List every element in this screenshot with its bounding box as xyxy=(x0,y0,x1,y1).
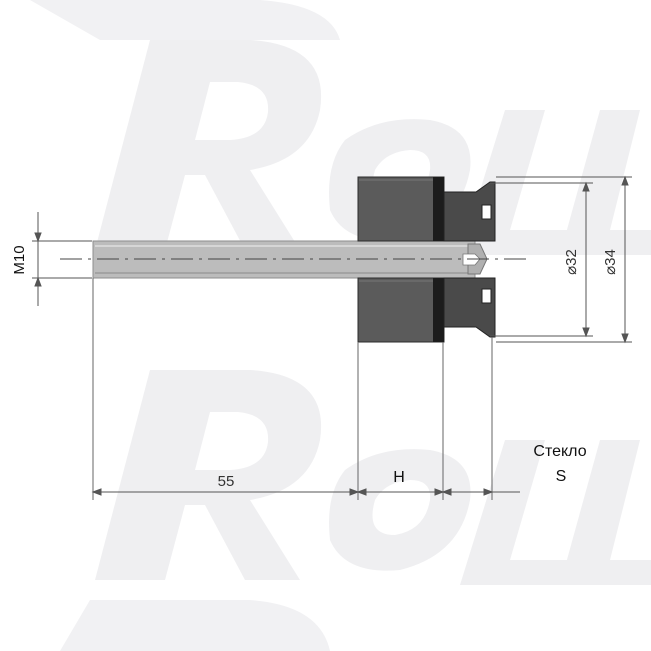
diameter-outer-label: ⌀34 xyxy=(602,249,619,275)
d32-arrow-bottom xyxy=(582,327,590,338)
diameter-inner-label: ⌀32 xyxy=(563,249,580,275)
length-label: 55 xyxy=(218,473,235,490)
holder-top-block xyxy=(357,176,445,242)
arrow-s-left xyxy=(441,488,452,496)
d34-arrow-top xyxy=(621,175,629,186)
washer-bottom xyxy=(443,277,496,338)
watermark-letter-r-bottom xyxy=(95,370,322,580)
height-label: H xyxy=(393,469,405,486)
arrow-s-right xyxy=(483,488,494,496)
watermark-logo xyxy=(30,0,651,651)
d34-arrow-bottom xyxy=(621,333,629,344)
washer-top xyxy=(443,181,496,242)
glass-symbol-label: S xyxy=(556,468,567,485)
gasket-top xyxy=(433,177,444,241)
arrow-h-right xyxy=(434,488,445,496)
holder-body xyxy=(357,176,496,343)
dimension-diameters xyxy=(490,175,632,344)
watermark-letter-o-bottom xyxy=(329,449,471,571)
holder-bottom-block xyxy=(357,277,445,343)
watermark-letter-l2-bottom xyxy=(560,440,651,585)
dimension-thread xyxy=(32,212,92,306)
thread-label: M10 xyxy=(11,245,28,274)
watermark-letter-edge-top xyxy=(30,0,340,40)
extension-lines xyxy=(92,278,493,500)
washer-slot-top xyxy=(481,204,492,220)
watermark-letter-edge-bottom xyxy=(60,600,330,651)
watermark-letter-l2-top xyxy=(560,110,651,255)
washer-slot-bottom xyxy=(481,288,492,304)
watermark-letter-l1-bottom xyxy=(460,440,575,585)
d32-arrow-top xyxy=(582,181,590,192)
watermark-letter-r-top xyxy=(95,40,322,250)
arrow-55-right xyxy=(349,488,360,496)
arrow-55-left xyxy=(91,488,102,496)
arrow-h-left xyxy=(356,488,367,496)
glass-label: Стекло xyxy=(533,443,586,460)
dimension-bottom xyxy=(91,488,520,496)
thread-arrow-bottom xyxy=(34,276,42,287)
gasket-bottom xyxy=(433,278,444,342)
thread-arrow-top xyxy=(34,232,42,243)
